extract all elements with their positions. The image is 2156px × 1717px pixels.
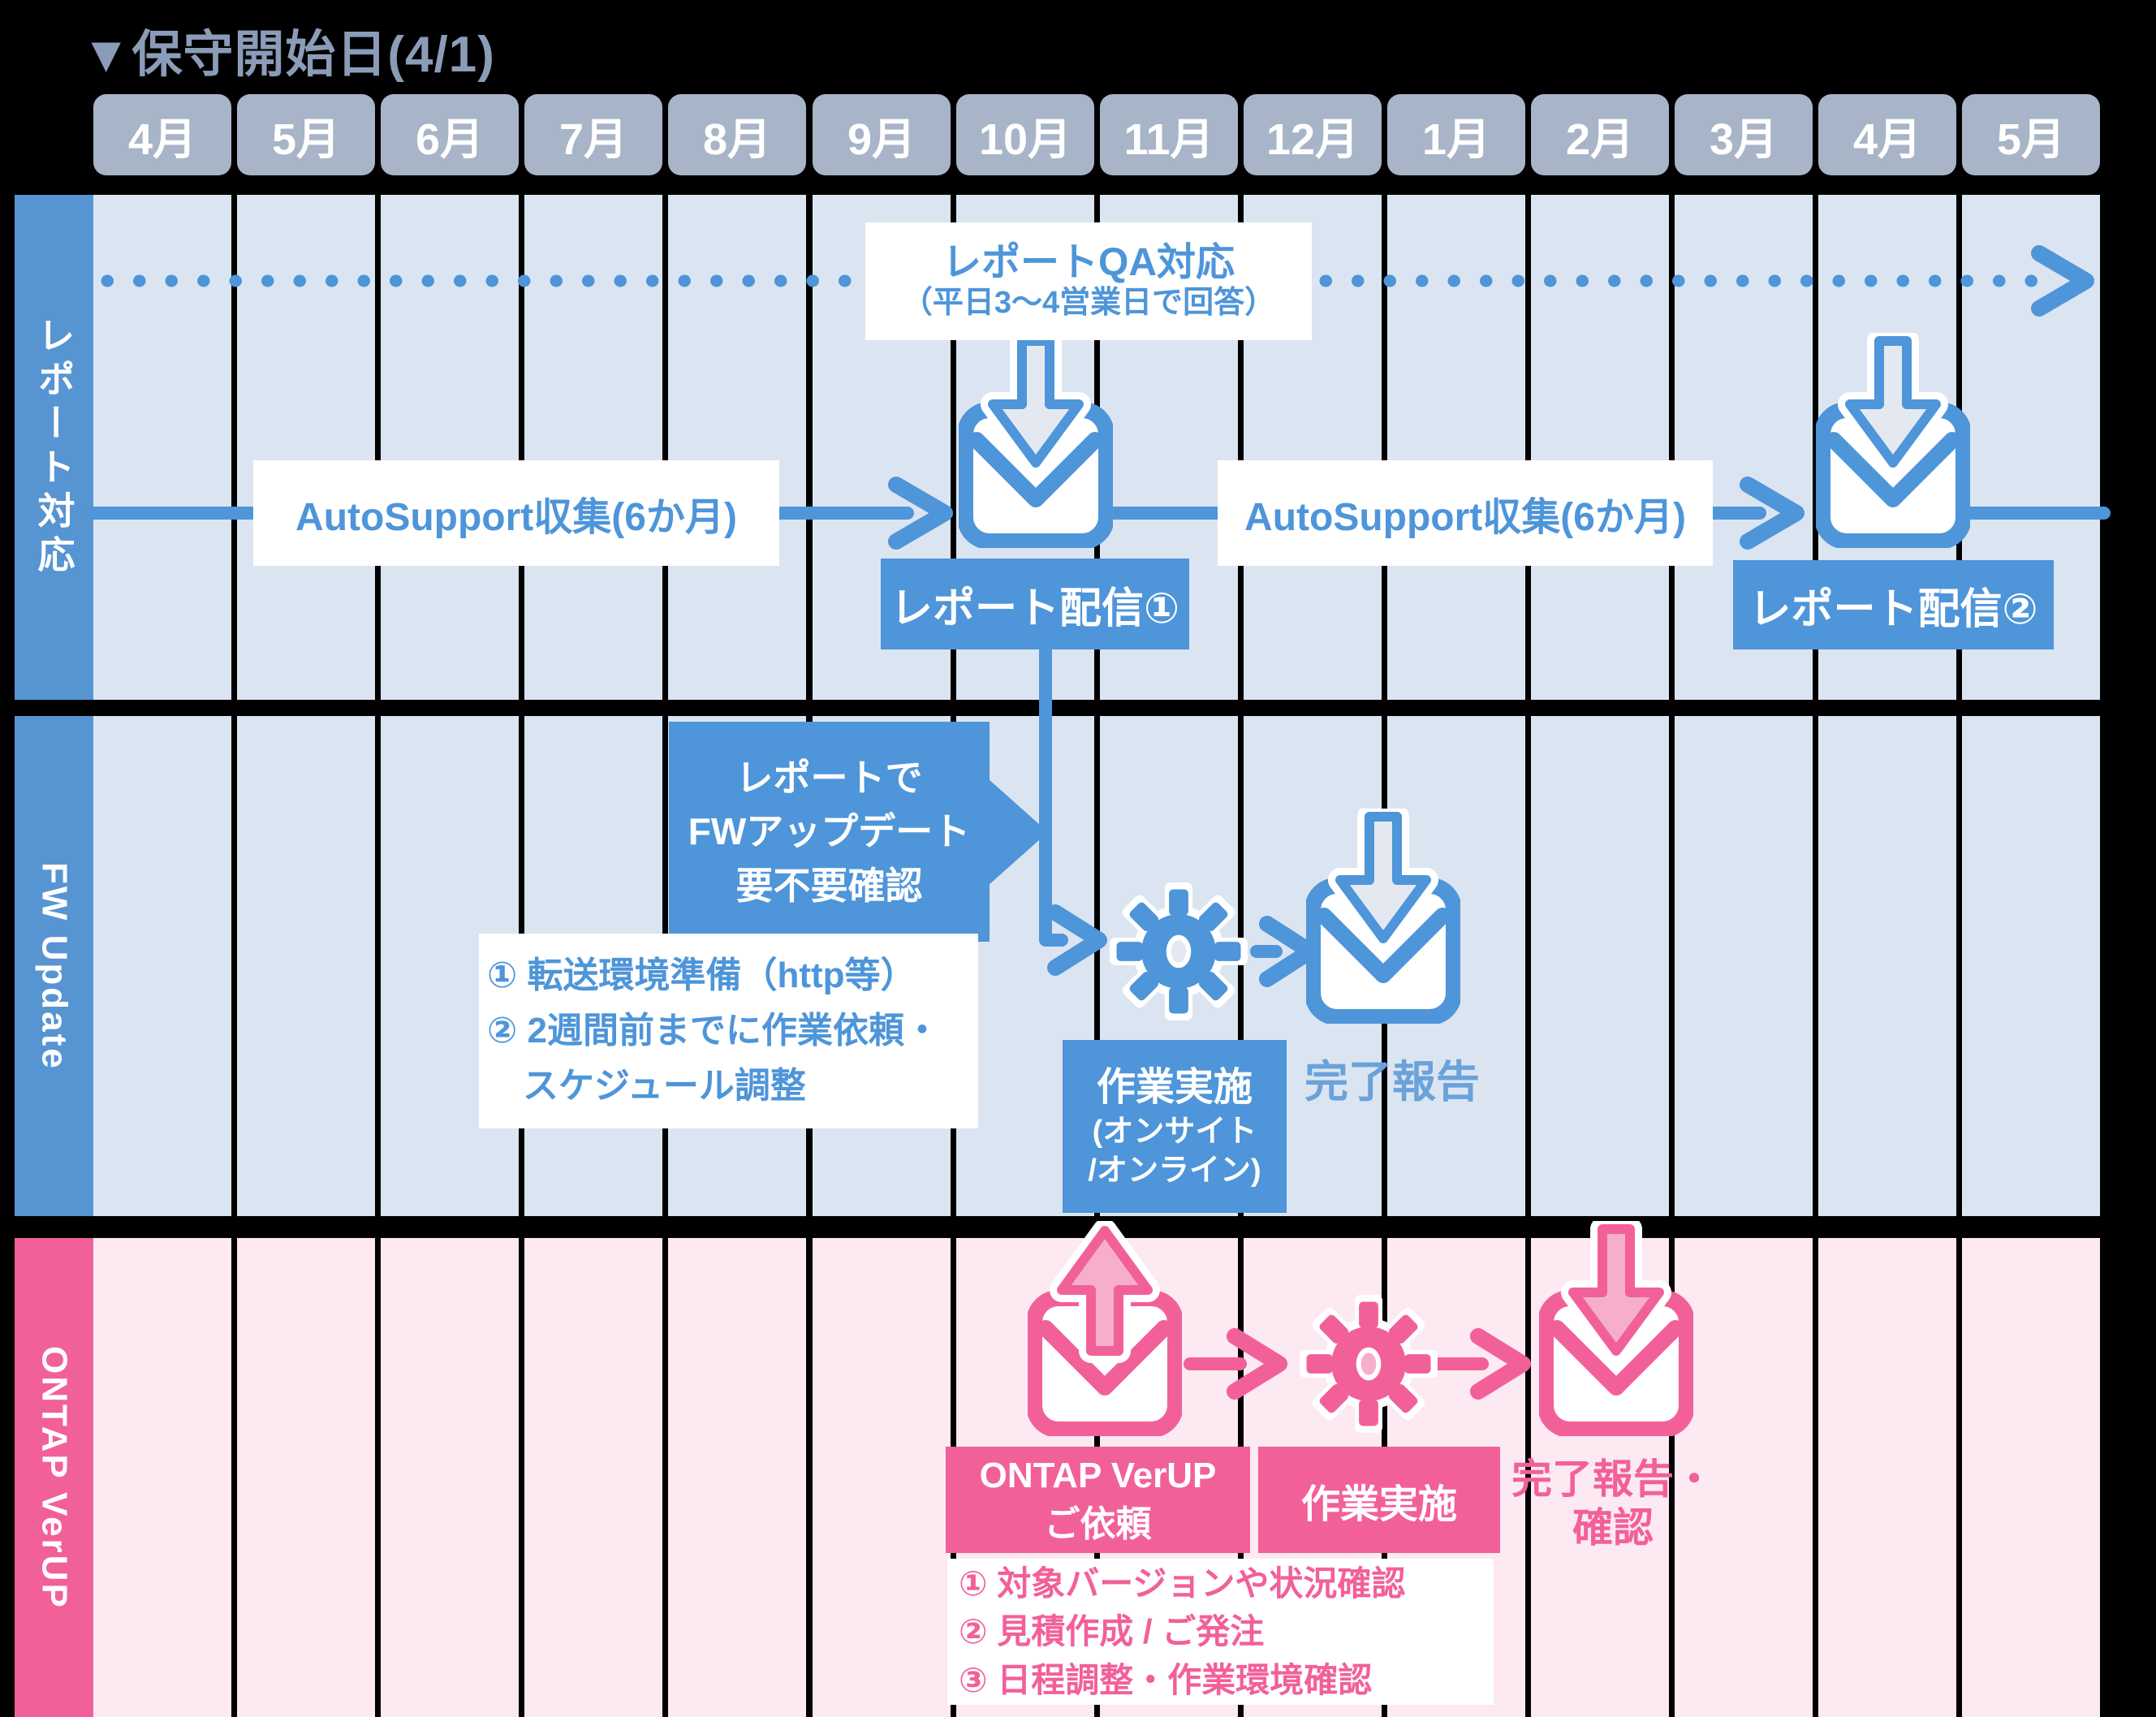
month-cell: 5月 xyxy=(237,94,375,175)
ontap-done-label: 完了報告・ 確認 xyxy=(1511,1455,1714,1552)
report-delivery1-label: レポート配信① xyxy=(881,559,1189,649)
month-cell: 7月 xyxy=(524,94,662,175)
grid-cell xyxy=(1962,1238,2100,1717)
report-delivery2-label: レポート配信② xyxy=(1733,560,2054,649)
month-cell: 2月 xyxy=(1531,94,1669,175)
fw-work-line2: (オンサイト xyxy=(1092,1115,1257,1150)
report-qa-line1: レポートQA対応 xyxy=(942,241,1235,285)
grid-cell xyxy=(1818,1238,1956,1717)
fw-note-line: ② 2週間前までに作業依頼・ xyxy=(487,1010,940,1050)
fw-done-label: 完了報告 xyxy=(1304,1058,1480,1107)
grid-cell xyxy=(668,1238,806,1717)
report-qa-line2: （平日3～4営業日で回答） xyxy=(901,286,1276,321)
month-cell: 9月 xyxy=(813,94,951,175)
fw-note-line: ① 転送環境準備（http等） xyxy=(487,955,916,995)
mail-receive-icon xyxy=(1816,333,1970,548)
ontap-request-label: ONTAP VerUP ご依頼 xyxy=(946,1447,1250,1553)
grid-cell xyxy=(524,1238,662,1717)
month-cell: 12月 xyxy=(1244,94,1382,175)
grid-cell xyxy=(93,195,231,700)
ontap-done-line2: 確認 xyxy=(1572,1505,1654,1551)
mail-receive-icon xyxy=(1539,1221,1693,1436)
month-cell: 4月 xyxy=(1818,94,1956,175)
month-cell: 3月 xyxy=(1675,94,1813,175)
ontap-note-line: ③ 日程調整・作業環境確認 xyxy=(959,1660,1373,1699)
grid-cell xyxy=(1387,195,1525,700)
row-label-report: レポート対応 xyxy=(15,195,93,700)
ontap-note-line: ② 見積作成 / ご発注 xyxy=(959,1612,1265,1651)
grid-cell xyxy=(1531,716,1669,1216)
fw-callout-line: FWアップデート xyxy=(688,810,971,853)
grid-cell xyxy=(524,195,662,700)
month-cell: 5月 xyxy=(1962,94,2100,175)
mail-send-icon xyxy=(1028,1221,1182,1436)
gear-icon xyxy=(1110,882,1248,1020)
ontap-request-line1: ONTAP VerUP xyxy=(979,1456,1217,1496)
grid-cell xyxy=(1675,716,1813,1216)
gear-icon xyxy=(1300,1295,1438,1433)
report-qa-note: レポートQA対応 （平日3～4営業日で回答） xyxy=(865,222,1312,340)
ontap-done-line1: 完了報告・ xyxy=(1511,1456,1714,1502)
ontap-note-line: ① 対象バージョンや状況確認 xyxy=(959,1564,1406,1603)
month-cell: 10月 xyxy=(956,94,1094,175)
grid-cell xyxy=(813,1238,951,1717)
autosupport2-label: AutoSupport収集(6か月) xyxy=(1218,460,1713,566)
month-cell: 6月 xyxy=(381,94,519,175)
grid-cell xyxy=(93,1238,231,1717)
fw-callout-line: レポートで xyxy=(735,757,923,800)
fw-work-label: 作業実施 (オンサイト /オンライン) xyxy=(1063,1040,1287,1213)
fw-preparation-notes: ① 転送環境準備（http等） ② 2週間前までに作業依頼・ スケジュール調整 xyxy=(479,934,978,1128)
fw-work-line1: 作業実施 xyxy=(1096,1065,1253,1109)
fw-note-line: スケジュール調整 xyxy=(487,1066,806,1107)
month-cell: 11月 xyxy=(1100,94,1238,175)
grid-cell xyxy=(237,716,375,1216)
mail-receive-icon xyxy=(959,333,1113,548)
grid-cell xyxy=(381,195,519,700)
fw-work-line3: /オンライン) xyxy=(1088,1153,1261,1188)
grid-cell xyxy=(1675,1238,1813,1717)
grid-cell xyxy=(1818,716,1956,1216)
ontap-request-line2: ご依頼 xyxy=(1044,1503,1152,1544)
ontap-work-label: 作業実施 xyxy=(1258,1447,1500,1553)
page-title: ▼保守開始日(4/1) xyxy=(81,27,495,83)
grid-cell xyxy=(1962,716,2100,1216)
month-cell: 1月 xyxy=(1387,94,1525,175)
grid-cell xyxy=(237,1238,375,1717)
row-label-ontap-verup-text: ONTAP VerUP xyxy=(34,1345,75,1610)
mail-receive-icon xyxy=(1306,809,1460,1024)
row-label-report-text: レポート対応 xyxy=(32,316,75,579)
row-label-fw-update: FW Update xyxy=(15,716,93,1216)
ontap-steps-notes: ① 対象バージョンや状況確認 ② 見積作成 / ご発注 ③ 日程調整・作業環境確認 xyxy=(947,1559,1494,1705)
fw-check-callout: レポートで FWアップデート要不要確認 xyxy=(669,722,990,942)
row-label-fw-update-text: FW Update xyxy=(34,861,75,1071)
grid-cell xyxy=(381,1238,519,1717)
month-cell: 8月 xyxy=(668,94,806,175)
grid-cell xyxy=(668,195,806,700)
grid-cell xyxy=(93,716,231,1216)
grid-cell xyxy=(1531,195,1669,700)
autosupport1-label: AutoSupport収集(6か月) xyxy=(253,460,779,566)
month-cell: 4月 xyxy=(93,94,231,175)
row-label-ontap-verup: ONTAP VerUP xyxy=(15,1238,93,1717)
grid-cell xyxy=(237,195,375,700)
fw-callout-line: 要不要確認 xyxy=(735,864,923,907)
